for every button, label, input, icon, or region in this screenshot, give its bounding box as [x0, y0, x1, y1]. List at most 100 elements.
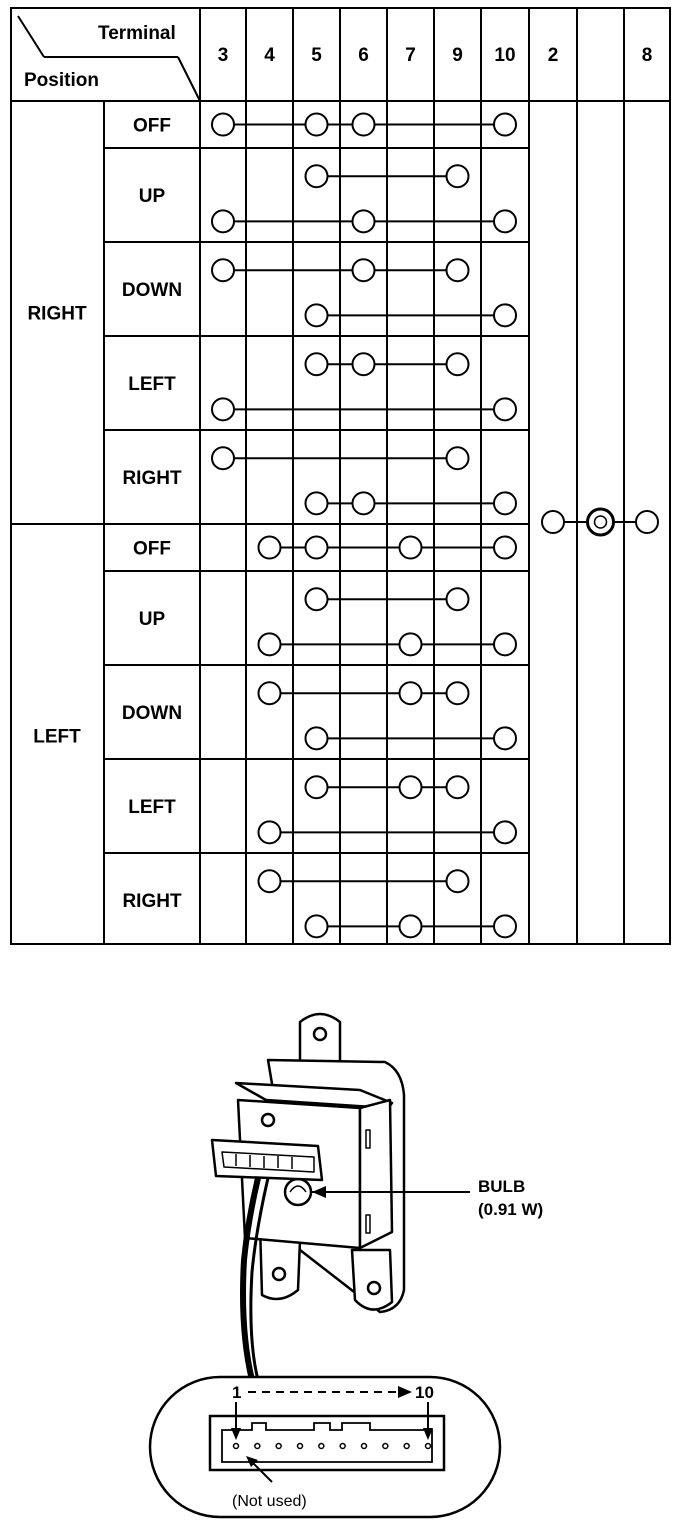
- terminal-node: [257, 820, 282, 845]
- continuity-line: [257, 681, 470, 706]
- terminal-node: [304, 164, 329, 189]
- terminal-node: [304, 726, 329, 751]
- connector-pin: [275, 1442, 282, 1450]
- terminal-node: [493, 491, 517, 516]
- terminal-node: [257, 869, 282, 894]
- terminal-label: 3: [218, 45, 229, 66]
- terminal-node: [304, 775, 329, 800]
- terminal-node: [257, 681, 282, 706]
- continuity-line: [304, 775, 470, 800]
- terminal-label: 2: [548, 45, 559, 66]
- terminal-node: [351, 209, 376, 234]
- terminal-node: [398, 775, 423, 800]
- terminal-node: [445, 775, 470, 800]
- continuity-line: [211, 397, 517, 422]
- terminal-node: [304, 535, 329, 560]
- bulb-symbol-icon: [586, 507, 615, 537]
- switch-group-label: RIGHT: [27, 304, 87, 325]
- terminal-node: [211, 209, 235, 234]
- terminal-label: 10: [494, 45, 515, 66]
- body-hole: [260, 1112, 276, 1128]
- terminal-node: [445, 352, 470, 377]
- terminal-node: [304, 587, 329, 612]
- terminal-node: [445, 164, 470, 189]
- continuity-line: [211, 446, 470, 471]
- position-label: UP: [139, 609, 166, 630]
- terminal-node: [493, 397, 517, 422]
- continuity-line: [211, 258, 470, 283]
- position-label: DOWN: [122, 703, 182, 724]
- terminal-node: [493, 632, 517, 657]
- terminal-node: [493, 535, 517, 560]
- terminal-node: [493, 112, 517, 137]
- continuity-line: [304, 726, 517, 751]
- terminal-label: 6: [358, 45, 369, 66]
- position-label: RIGHT: [122, 468, 182, 489]
- continuity-line: [304, 491, 517, 516]
- continuity-line: [257, 869, 470, 894]
- terminal-node: [351, 491, 376, 516]
- terminal-node: [211, 112, 235, 137]
- continuity-connections: [211, 112, 517, 939]
- terminal-node: [211, 446, 235, 471]
- pin-last-label: 10: [415, 1383, 434, 1402]
- terminal-node: [445, 869, 470, 894]
- terminal-label: 7: [405, 45, 416, 66]
- terminal-node: [304, 352, 329, 377]
- terminal-node: [445, 258, 470, 283]
- position-label: RIGHT: [122, 891, 182, 912]
- switch-group-label: LEFT: [33, 727, 81, 748]
- mounting-tab-bottom-right: [350, 1248, 394, 1311]
- connector-pin: [318, 1442, 325, 1450]
- terminal-label: 4: [264, 45, 275, 66]
- terminal-node: [398, 681, 423, 706]
- position-header: Position: [24, 70, 99, 91]
- connector-pin: [382, 1442, 389, 1450]
- connector-pin: [339, 1442, 346, 1450]
- position-label: LEFT: [128, 797, 176, 818]
- pin-range-arrowhead: [398, 1386, 412, 1398]
- group-labels: RIGHT LEFT: [27, 304, 87, 748]
- continuity-line: [257, 535, 517, 560]
- terminal-node: [257, 632, 282, 657]
- continuity-line: [304, 303, 517, 328]
- bulb-icon: [283, 1177, 313, 1207]
- connector-pin: [424, 1442, 432, 1450]
- bulb-label: BULB: [478, 1177, 525, 1196]
- terminal-node: [304, 491, 329, 516]
- terminal-node: [493, 726, 517, 751]
- terminal-node: [635, 510, 659, 534]
- connector-pin: [296, 1442, 304, 1450]
- terminal-node: [351, 258, 376, 283]
- terminal-node: [304, 914, 329, 939]
- terminal-label: 8: [642, 45, 653, 66]
- mirror-switch-illustration: [210, 1012, 470, 1381]
- connector-pin: [403, 1442, 410, 1450]
- terminal-node: [541, 510, 565, 534]
- terminal-node: [493, 303, 517, 328]
- mounting-hole: [366, 1280, 382, 1296]
- switch-body-side: [358, 1098, 394, 1250]
- continuity-line: [257, 632, 517, 657]
- connector-pin: [232, 1442, 240, 1450]
- terminal-header: Terminal: [98, 23, 176, 44]
- indicator-circuit: [541, 507, 659, 537]
- position-label: LEFT: [128, 374, 176, 395]
- terminal-node: [257, 535, 282, 560]
- terminal-node: [351, 112, 376, 137]
- terminal-node: [445, 681, 470, 706]
- terminal-node: [398, 632, 423, 657]
- connector-face-view: [148, 1375, 502, 1519]
- continuity-line: [304, 914, 517, 939]
- terminal-label: 9: [452, 45, 463, 66]
- mounting-tab-bottom-left: [258, 1223, 302, 1301]
- connector-face-keys: [221, 1422, 433, 1463]
- continuity-line: [304, 352, 470, 377]
- mounting-hole: [312, 1026, 328, 1042]
- continuity-line: [211, 112, 517, 137]
- continuity-line: [304, 164, 470, 189]
- terminal-node: [211, 258, 235, 283]
- continuity-line: [304, 587, 470, 612]
